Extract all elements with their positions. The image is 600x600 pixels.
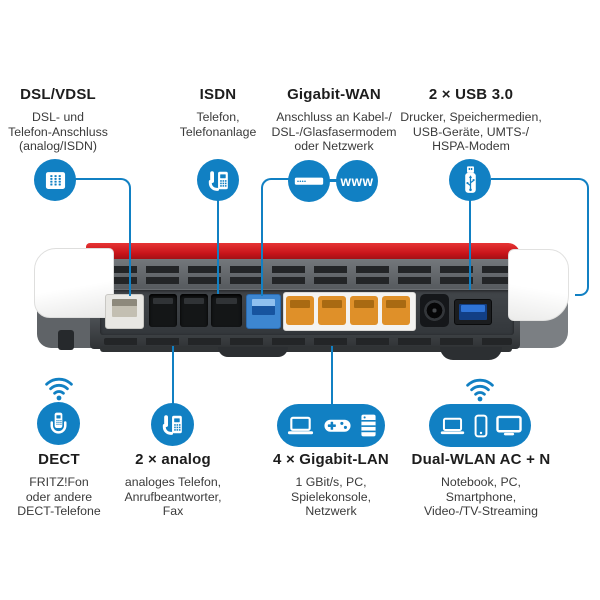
desk-phone-icon	[208, 170, 228, 191]
label-title: DSL/VDSL	[20, 86, 96, 103]
dect-handset-icon	[50, 412, 67, 434]
label-line: (analog/ISDN)	[19, 139, 97, 154]
label-isdn: ISDN Telefon, Telefonanlage	[158, 86, 278, 139]
monitor-icon	[495, 415, 522, 436]
label-line: DECT-Telefone	[17, 504, 101, 519]
label-line: Video-/TV-Streaming	[424, 504, 538, 519]
tae-socket-icon	[45, 171, 65, 189]
router-vents-top2	[104, 277, 512, 284]
dsl-icon-circle	[34, 159, 76, 201]
label-usb3: 2 × USB 3.0 Drucker, Speichermedien, USB…	[385, 86, 557, 154]
laptop-icon	[287, 416, 313, 435]
fon-port-1	[149, 294, 177, 327]
label-dsl-vdsl: DSL/VDSL DSL- und Telefon-Anschluss (ana…	[2, 86, 114, 154]
label-line: Netzwerk	[305, 504, 357, 519]
connector-line-usb-loop	[491, 178, 589, 285]
label-line: FRITZ!Fon	[29, 475, 89, 489]
dsl-port	[105, 294, 144, 329]
label-analog: 2 × analog analoges Telefon, Anrufbeantw…	[105, 451, 241, 519]
label-line: Anrufbeantworter,	[124, 489, 222, 504]
router-right-cap	[508, 249, 569, 321]
gamepad-icon	[323, 419, 351, 432]
label-gigabit-lan: 4 × Gigabit-LAN 1 GBit/s, PC, Spielekons…	[258, 451, 404, 519]
power-jack	[420, 294, 449, 327]
label-line: Telefon-Anschluss	[8, 124, 108, 139]
connector-line-analog	[171, 346, 174, 406]
www-globe-icon: www	[340, 173, 374, 189]
fon-port-2	[180, 294, 208, 327]
server-icon	[360, 414, 376, 437]
label-line: Spielekonsole,	[291, 489, 371, 504]
label-line: USB-Geräte, UMTS-/	[412, 124, 530, 139]
router-vents-bottom	[104, 338, 512, 345]
modem-icon	[294, 177, 324, 185]
label-line: Telefonanlage	[179, 124, 257, 139]
connector-line-usb-hook	[575, 283, 589, 296]
lan-port-3	[350, 296, 378, 325]
wlan-icon-pill	[429, 404, 531, 447]
router-vents-top1	[104, 266, 512, 273]
router-left-cap	[34, 248, 114, 318]
label-line: oder Netzwerk	[294, 139, 374, 154]
label-line: Smartphone,	[445, 489, 517, 504]
smartphone-icon	[474, 414, 487, 437]
router-left-foot	[58, 330, 74, 350]
label-line: analoges Telefon,	[124, 475, 222, 489]
label-line: HSPA-Modem	[432, 139, 510, 154]
label-title: 4 × Gigabit-LAN	[273, 451, 389, 468]
label-title: 2 × USB 3.0	[428, 86, 514, 103]
label-line: DSL-/Glasfasermodem	[271, 124, 397, 139]
label-line: Anschluss an Kabel-/	[276, 110, 392, 124]
lan-icon-pill	[277, 404, 385, 447]
usb-stick-icon	[464, 165, 476, 193]
router-foot-right	[440, 347, 502, 360]
label-title: ISDN	[199, 86, 237, 103]
label-dual-wlan: Dual-WLAN AC + N Notebook, PC, Smartphon…	[392, 451, 570, 519]
label-line: 1 GBit/s, PC,	[295, 475, 367, 489]
desk-phone-icon	[162, 415, 182, 435]
connector-line-wan	[261, 178, 291, 296]
wifi-waves-icon	[45, 377, 73, 401]
label-line: Fax	[162, 504, 184, 519]
label-line: Drucker, Speichermedien,	[400, 110, 542, 124]
label-line: Notebook, PC,	[441, 475, 521, 489]
router-foot-center	[218, 347, 288, 357]
laptop-icon	[440, 417, 464, 434]
wifi-waves-icon	[466, 378, 494, 402]
wan-modem-circle	[288, 160, 330, 202]
router-bottom-edge	[100, 346, 512, 352]
connector-line-usb-down	[468, 199, 471, 290]
isdn-icon-circle	[197, 159, 239, 201]
lan-port-4	[382, 296, 410, 325]
connector-line-isdn	[216, 199, 219, 294]
wan-www-circle: www	[336, 160, 378, 202]
label-dect: DECT FRITZ!Fon oder andere DECT-Telefone	[0, 451, 118, 519]
label-gigabit-wan: Gigabit-WAN Anschluss an Kabel-/ DSL-/Gl…	[255, 86, 413, 154]
label-title: Gigabit-WAN	[287, 86, 381, 103]
connector-line-wan-circles	[328, 179, 338, 182]
label-title: Dual-WLAN AC + N	[411, 451, 551, 468]
analog-icon-circle	[151, 403, 194, 446]
usb-port	[454, 299, 492, 325]
wan-port	[246, 294, 281, 329]
lan-port-1	[286, 296, 314, 325]
isdn-port	[211, 294, 242, 327]
label-line: oder andere	[25, 489, 93, 504]
label-title: DECT	[38, 451, 80, 468]
usb-icon-circle	[449, 159, 491, 201]
label-title: 2 × analog	[135, 451, 211, 468]
dect-icon-circle	[37, 402, 80, 445]
connector-line-dsl	[74, 178, 131, 296]
lan-port-2	[318, 296, 346, 325]
label-line: DSL- und	[32, 110, 84, 124]
label-line: Telefon,	[196, 110, 240, 124]
connector-line-lan	[330, 346, 333, 407]
